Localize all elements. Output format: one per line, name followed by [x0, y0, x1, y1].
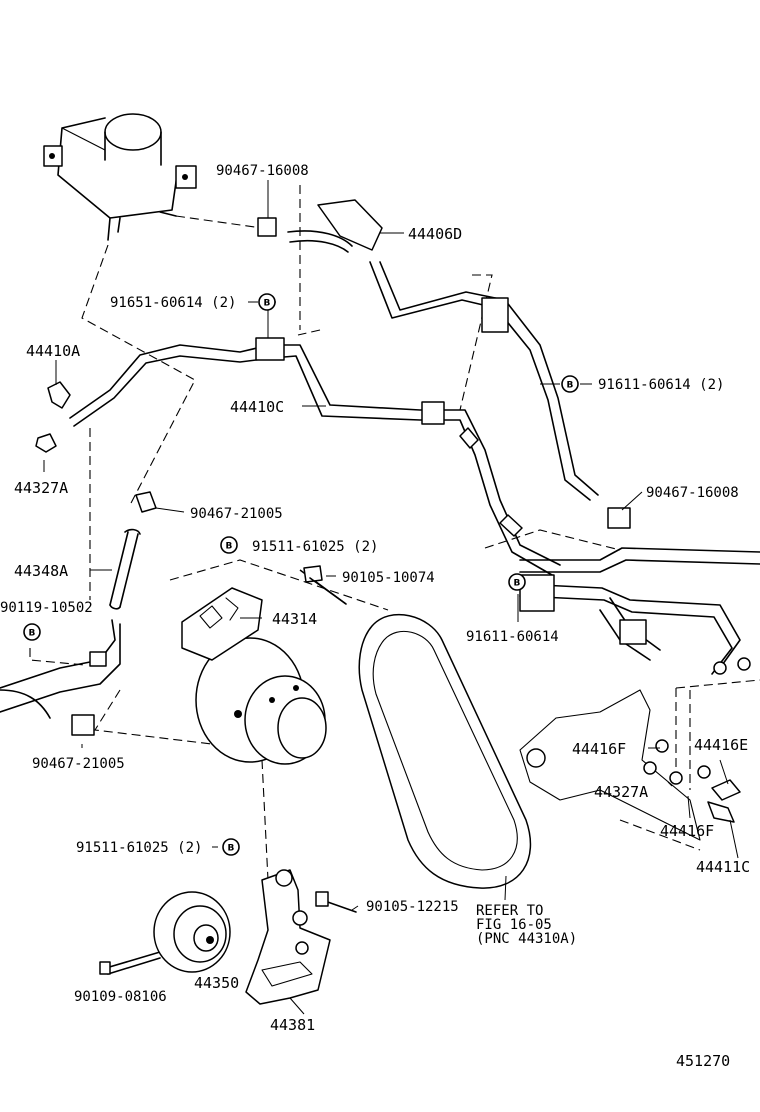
callout-44406d: 44406D	[408, 225, 462, 243]
hoses	[0, 199, 760, 736]
callout-91511-61025-top: 91511-61025 (2)	[252, 539, 378, 555]
reservoir-tank	[43, 113, 197, 241]
v-belt	[358, 613, 532, 889]
callout-44416e: 44416E	[694, 736, 748, 754]
callout-91611-60614: 91611-60614	[466, 629, 559, 645]
callout-90467-16008-top: 90467-16008	[216, 163, 309, 179]
marker-b-4: B	[23, 623, 41, 641]
callout-90105-12215: 90105-12215	[366, 899, 459, 915]
idler-pulley	[153, 891, 231, 973]
diagram-id: 451270	[676, 1052, 730, 1070]
engine-block	[519, 689, 741, 841]
marker-b-3: B	[220, 536, 238, 554]
callout-91611-60614-2: 91611-60614 (2)	[598, 377, 724, 393]
svg-text:B: B	[228, 844, 235, 854]
callout-90467-21005-low: 90467-21005	[32, 756, 125, 772]
svg-text:B: B	[226, 542, 233, 552]
bracket	[245, 869, 331, 1005]
svg-text:B: B	[514, 579, 521, 589]
pump-assembly	[181, 565, 347, 765]
callouts: 90467-16008 44406D 91651-60614 (2) 44410…	[0, 163, 750, 1034]
callout-44327a-right: 44327A	[594, 783, 648, 801]
callout-44314: 44314	[272, 610, 317, 628]
marker-b-1: B	[258, 293, 276, 311]
callout-90105-10074: 90105-10074	[342, 570, 435, 586]
callout-44416f-b: 44416F	[660, 822, 714, 840]
callout-44348a: 44348A	[14, 562, 68, 580]
callout-pnc-44310a: (PNC 44310A)	[476, 931, 577, 947]
callout-fig-16-05: FIG 16-05	[476, 917, 552, 933]
callout-44410c: 44410C	[230, 398, 284, 416]
callout-44410a: 44410A	[26, 342, 80, 360]
leader-lines	[43, 180, 739, 1015]
callout-refer-to: REFER TO	[476, 903, 543, 919]
callout-90109-08106: 90109-08106	[74, 989, 167, 1005]
callout-44350: 44350	[194, 974, 239, 992]
svg-text:B: B	[567, 381, 574, 391]
bolts	[99, 577, 357, 975]
marker-b-5: B	[508, 573, 526, 591]
callout-90467-16008-right: 90467-16008	[646, 485, 739, 501]
svg-text:B: B	[29, 629, 36, 639]
callout-44411c: 44411C	[696, 858, 750, 876]
callout-91651-60614: 91651-60614 (2)	[110, 295, 236, 311]
callout-44416f-a: 44416F	[572, 740, 626, 758]
callout-44327a-left: 44327A	[14, 479, 68, 497]
callout-91511-61025-bottom: 91511-61025 (2)	[76, 840, 202, 856]
callout-90467-21005-mid: 90467-21005	[190, 506, 283, 522]
marker-b-6: B	[222, 838, 240, 856]
callout-44381: 44381	[270, 1016, 315, 1034]
callout-90119-10502: 90119-10502	[0, 600, 93, 616]
svg-text:B: B	[264, 299, 271, 309]
marker-b-2: B	[561, 375, 579, 393]
